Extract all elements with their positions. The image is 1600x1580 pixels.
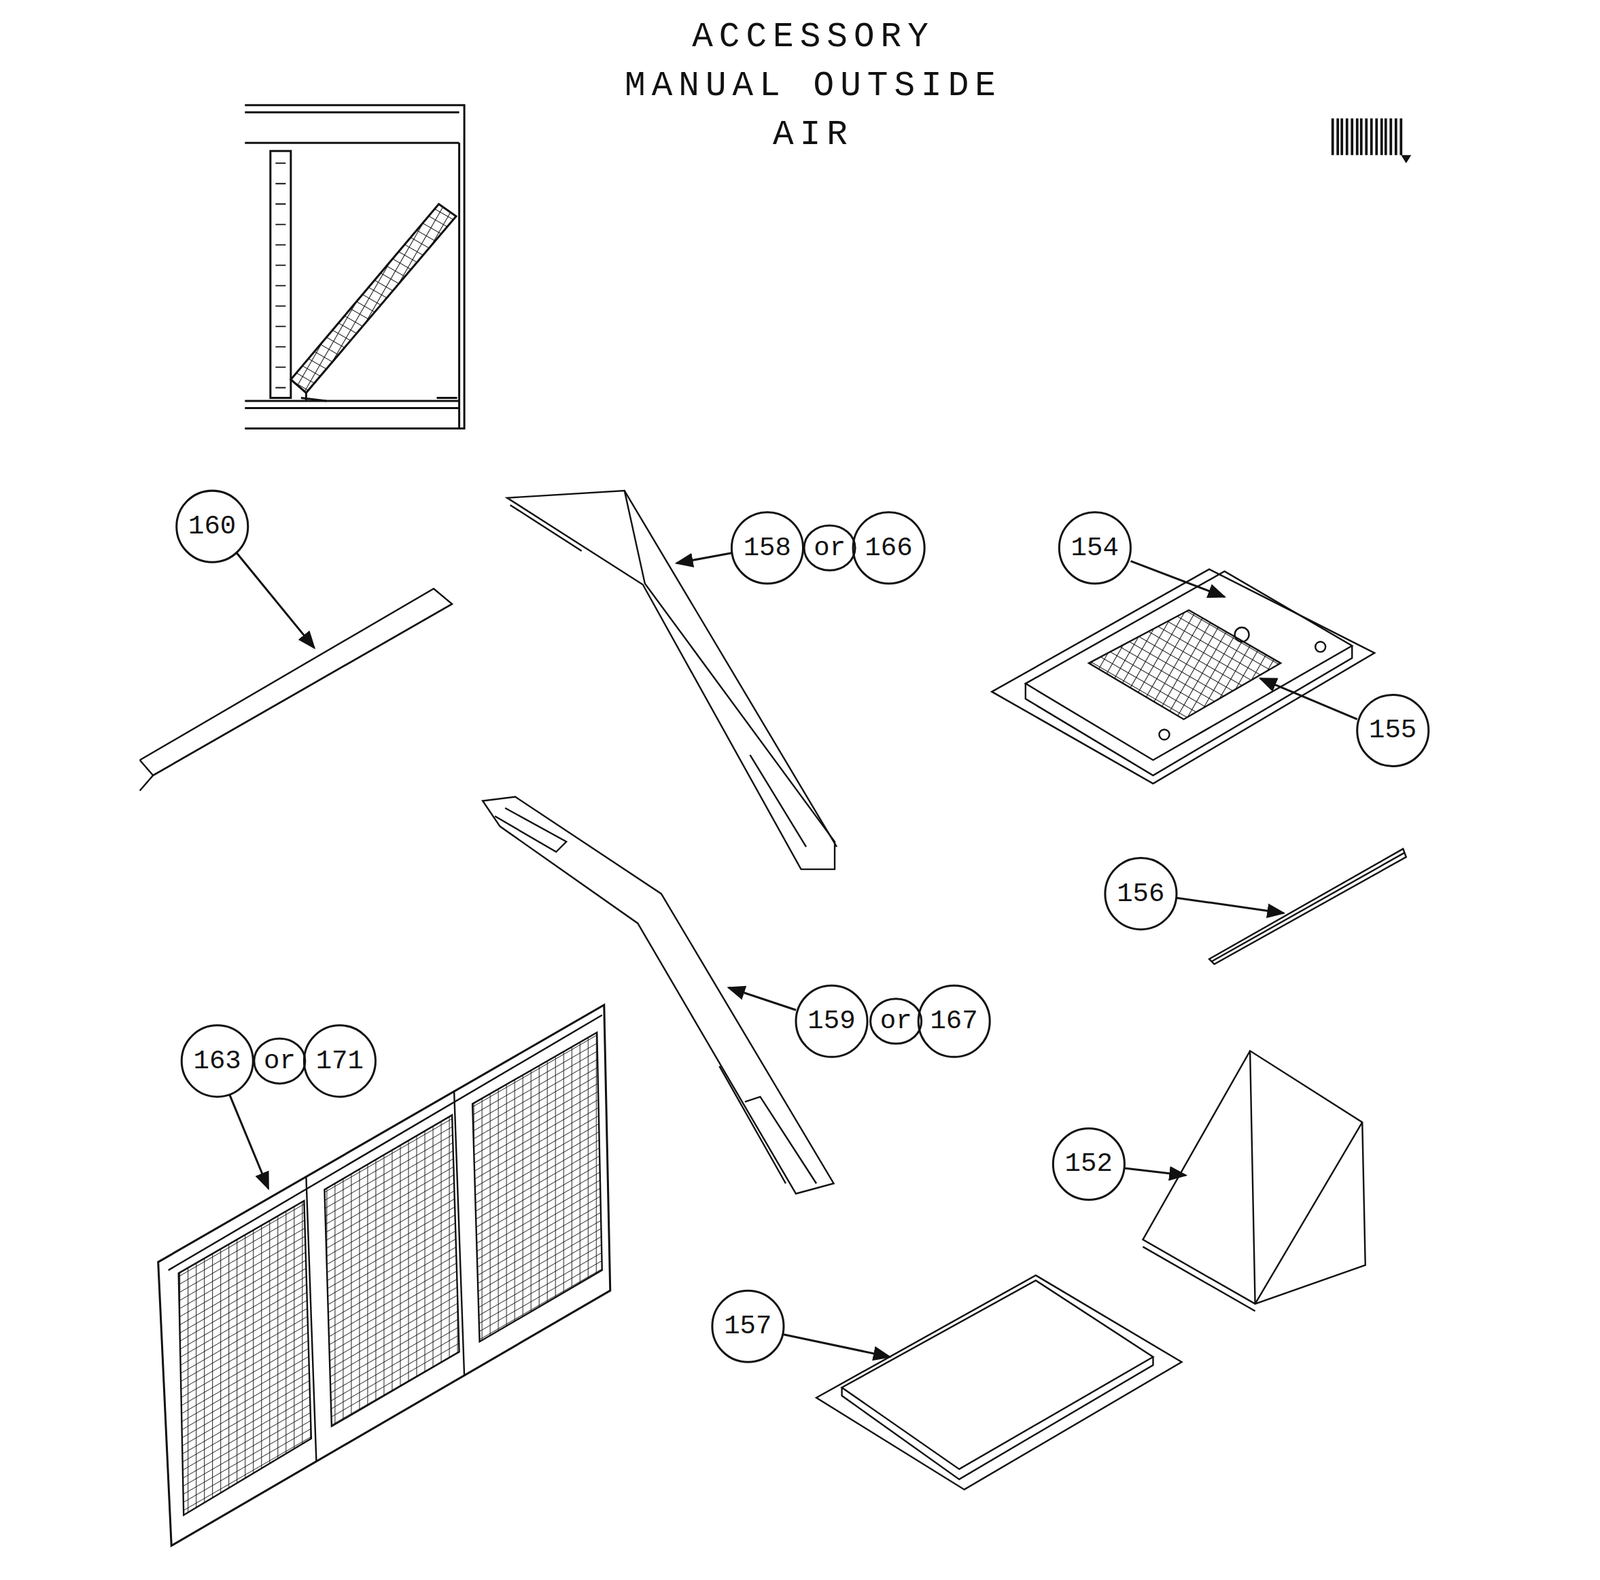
callout-number: 152 bbox=[1065, 1150, 1113, 1178]
callout-number: 171 bbox=[316, 1048, 364, 1075]
leader-lines bbox=[229, 553, 1358, 1358]
hood bbox=[1142, 1050, 1365, 1312]
callout-number: or bbox=[263, 1048, 296, 1075]
callout-number: 158 bbox=[743, 534, 792, 562]
callout-number: 167 bbox=[929, 1007, 978, 1035]
inset-view bbox=[244, 105, 465, 429]
callout-number: 163 bbox=[193, 1048, 241, 1075]
angle-strip bbox=[140, 588, 452, 791]
callout-number: 156 bbox=[1116, 880, 1165, 908]
callout-number: 154 bbox=[1071, 534, 1119, 562]
callout-number: 160 bbox=[188, 513, 236, 540]
callout-circles bbox=[176, 490, 1429, 1363]
callout-number: 155 bbox=[1368, 717, 1417, 744]
callout-number: 159 bbox=[807, 1007, 856, 1035]
filter-frame bbox=[158, 1005, 611, 1547]
callout-number: 166 bbox=[864, 534, 913, 562]
callout-number: or bbox=[813, 534, 846, 562]
callout-number: or bbox=[880, 1007, 913, 1035]
bent-channel bbox=[507, 490, 837, 870]
barcode bbox=[1332, 118, 1412, 164]
cover-plate bbox=[816, 1275, 1182, 1490]
callout-number: 157 bbox=[723, 1313, 772, 1340]
screen-plate bbox=[991, 569, 1375, 784]
page-title: ACCESSORY MANUAL OUTSIDE AIR bbox=[609, 12, 1018, 160]
